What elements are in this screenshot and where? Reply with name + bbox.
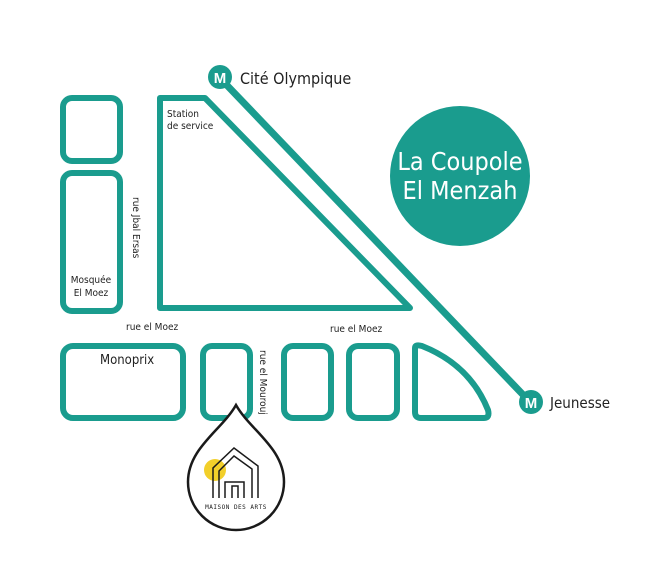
sun-icon xyxy=(204,459,226,481)
svg-text:M: M xyxy=(214,70,227,87)
label-mosque-2: El Moez xyxy=(74,288,109,299)
station-jeunesse: Jeunesse xyxy=(549,394,610,412)
label-rue-jbal-ersas: rue Jbal Ersas xyxy=(130,197,141,259)
metro-line xyxy=(216,74,533,405)
house-icon xyxy=(212,447,259,498)
label-rue-el-moez-right: rue el Moez xyxy=(330,324,382,335)
station-cite-olympique: Cité Olympique xyxy=(240,69,351,88)
landmark-circle xyxy=(390,106,530,246)
label-monoprix: Monoprix xyxy=(100,353,154,368)
block-quarter xyxy=(412,342,492,421)
svg-text:MAISON DES ARTS: MAISON DES ARTS xyxy=(205,504,267,511)
label-mosque-1: Mosquée xyxy=(71,274,112,286)
label-rue-el-mourouj: rue el Mourouj xyxy=(257,350,268,415)
block-maison xyxy=(200,343,253,421)
label-station-service-1: Station xyxy=(167,109,199,120)
block-3 xyxy=(281,343,334,421)
label-station-service-2: de service xyxy=(167,121,214,132)
metro-icon: M xyxy=(519,390,543,414)
block-4 xyxy=(346,343,400,421)
block-mosque xyxy=(60,170,123,314)
landmark-line1: La Coupole xyxy=(397,147,522,176)
maison-des-arts-logo: MAISON DES ARTS xyxy=(186,402,286,532)
metro-icon: M xyxy=(208,65,232,89)
svg-text:M: M xyxy=(525,395,538,412)
block-monoprix xyxy=(60,343,186,421)
label-rue-el-moez-left: rue el Moez xyxy=(126,322,178,333)
landmark-line2: El Menzah xyxy=(403,176,518,205)
block-top-left xyxy=(60,95,123,164)
block-station-service xyxy=(157,95,413,311)
